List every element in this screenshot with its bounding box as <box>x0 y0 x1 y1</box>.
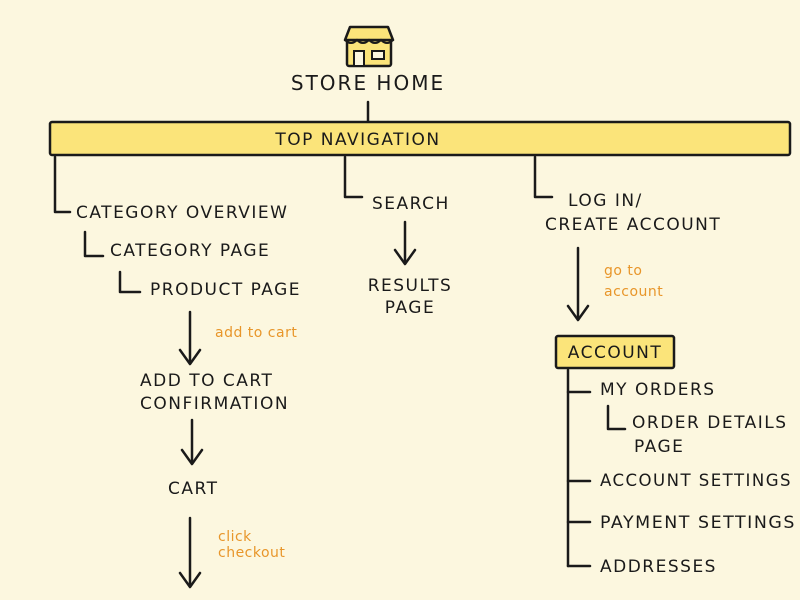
arrow-to-results-page <box>393 220 417 266</box>
account-label: ACCOUNT <box>568 343 663 363</box>
connector-order-details <box>606 404 627 431</box>
connector-product-page <box>118 270 142 294</box>
connector-search <box>343 155 364 199</box>
order-details-label-line2: PAGE <box>634 437 684 457</box>
product-page-label: PRODUCT PAGE <box>150 280 301 300</box>
account-box <box>554 334 676 370</box>
annotation-add-to-cart: add to cart <box>215 325 297 341</box>
login-label-line2: CREATE ACCOUNT <box>545 215 721 235</box>
connector-login <box>533 155 554 199</box>
annotation-account: account <box>604 284 663 300</box>
arrow-to-account <box>566 246 590 322</box>
category-page-label: CATEGORY PAGE <box>110 241 270 261</box>
payment-settings-label: PAYMENT SETTINGS <box>600 513 796 533</box>
add-to-cart-label-line1: ADD TO CART <box>140 371 273 391</box>
storefront-icon <box>343 25 395 68</box>
arrow-to-checkout <box>178 516 202 589</box>
my-orders-label: MY ORDERS <box>600 380 716 400</box>
store-home-label: STORE HOME <box>291 71 445 95</box>
order-details-label-line1: ORDER DETAILS <box>632 413 788 433</box>
top-navigation-label: TOP NAVIGATION <box>274 130 440 150</box>
addresses-label: ADDRESSES <box>600 557 717 577</box>
results-page-label-line1: RESULTS <box>368 276 453 296</box>
results-page-label-line2: PAGE <box>385 298 435 318</box>
annotation-checkout: checkout <box>218 545 285 561</box>
arrow-to-add-to-cart-confirmation <box>178 310 202 366</box>
top-navigation-box <box>48 120 792 157</box>
cart-label: CART <box>168 479 218 499</box>
search-label: SEARCH <box>372 194 450 214</box>
login-label-line1: LOG IN/ <box>568 191 643 211</box>
annotation-go-to: go to <box>604 263 642 279</box>
connector-category-page <box>83 230 105 258</box>
category-overview-label: CATEGORY OVERVIEW <box>76 203 288 223</box>
arrow-to-cart <box>180 418 204 466</box>
connector-category-overview <box>53 155 72 214</box>
add-to-cart-label-line2: CONFIRMATION <box>140 394 289 414</box>
annotation-click: click <box>218 529 252 545</box>
account-settings-label: ACCOUNT SETTINGS <box>600 471 792 491</box>
